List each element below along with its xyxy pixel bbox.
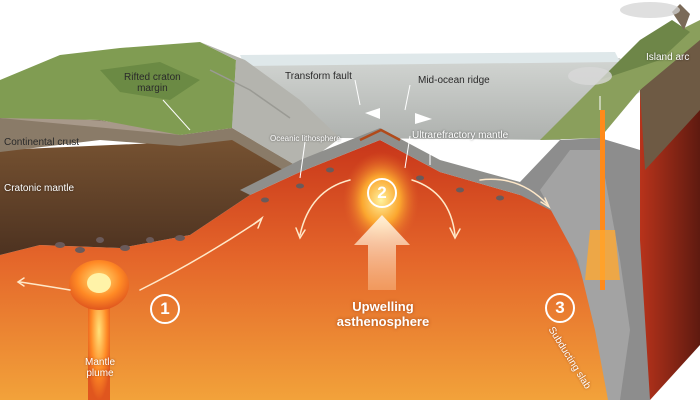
rift-scarp [209, 69, 291, 119]
label-cratonic-mantle: Cratonic mantle [4, 183, 75, 194]
label-mid-ocean-ridge: Mid-ocean ridge [418, 75, 490, 86]
ridge-axis [359, 128, 401, 142]
marker-3: 3 [545, 293, 575, 323]
oceanic-lithosphere-layer [240, 128, 560, 195]
arc-volcano-smoke [568, 67, 612, 85]
subducting-slab-top [540, 150, 630, 400]
arc-mountains [600, 20, 690, 80]
rifted-margin-slope [200, 42, 340, 168]
continental-crust-band [0, 118, 300, 174]
asthenosphere [0, 140, 650, 400]
right-face-lithosphere [640, 35, 700, 170]
mantle-plume-stem [88, 285, 110, 400]
mantle-flow-arrows [16, 178, 551, 291]
label-upwelling-line2: asthenosphere [336, 313, 430, 329]
plume-core [87, 273, 111, 293]
label-ultrarefractory-mantle: Ultrarefractory mantle [412, 130, 509, 141]
label-mantle-plume-line2: plume [86, 368, 114, 379]
label-rifted-craton-margin-line2: margin [137, 83, 168, 94]
label-rifted-craton-margin-line1: Rifted craton [124, 72, 181, 83]
rock-fragments [55, 167, 504, 253]
label-upwelling-asthenosphere: Upwelling asthenosphere [318, 299, 448, 330]
arc-magma-source [585, 230, 620, 280]
label-upwelling-line1: Upwelling [352, 299, 414, 314]
arc-magma-conduit [600, 110, 605, 290]
marker-1: 1 [150, 294, 180, 324]
label-mantle-plume: Mantle plume [70, 357, 130, 379]
label-oceanic-lithosphere: Oceanic lithosphere [270, 134, 341, 143]
label-mantle-plume-line1: Mantle [84, 357, 115, 368]
continent-relief [100, 62, 200, 100]
label-leader-lines [162, 79, 601, 179]
upwelling-arrow [354, 215, 410, 290]
label-rifted-craton-margin: Rifted craton margin [124, 72, 181, 94]
distant-sea [240, 52, 620, 66]
ridge-divergence-arrow-right [415, 113, 432, 124]
volcano-plume-smoke [620, 2, 680, 18]
label-continental-crust: Continental crust [4, 137, 80, 148]
label-island-arc: Island arc [646, 52, 690, 63]
cratonic-mantle-region [0, 128, 300, 255]
label-transform-fault: Transform fault [285, 71, 352, 82]
ridge-divergence-arrow-left [365, 108, 380, 119]
marker-2: 2 [367, 178, 397, 208]
